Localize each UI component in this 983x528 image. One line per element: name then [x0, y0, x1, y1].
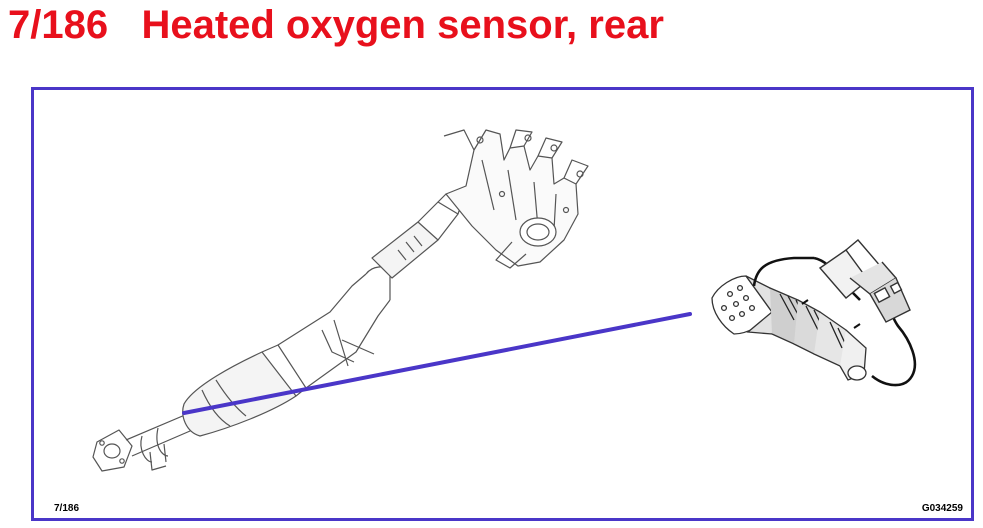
page-title: 7/186 Heated oxygen sensor, rear — [8, 3, 664, 47]
heated-oxygen-sensor-icon — [711, 275, 867, 381]
diagram-frame: 7/186 G034259 — [31, 87, 974, 521]
figure-reference: 7/186 — [54, 503, 80, 514]
exhaust-system-icon — [92, 129, 589, 472]
diagram-drawing — [92, 129, 917, 472]
leader-line — [182, 312, 692, 415]
catalytic-converter-icon — [182, 344, 307, 437]
exhaust-manifold-icon — [443, 129, 589, 269]
sensor-connector-icon — [752, 239, 917, 387]
graphic-id: G034259 — [921, 503, 963, 514]
front-flange-icon — [92, 429, 133, 472]
